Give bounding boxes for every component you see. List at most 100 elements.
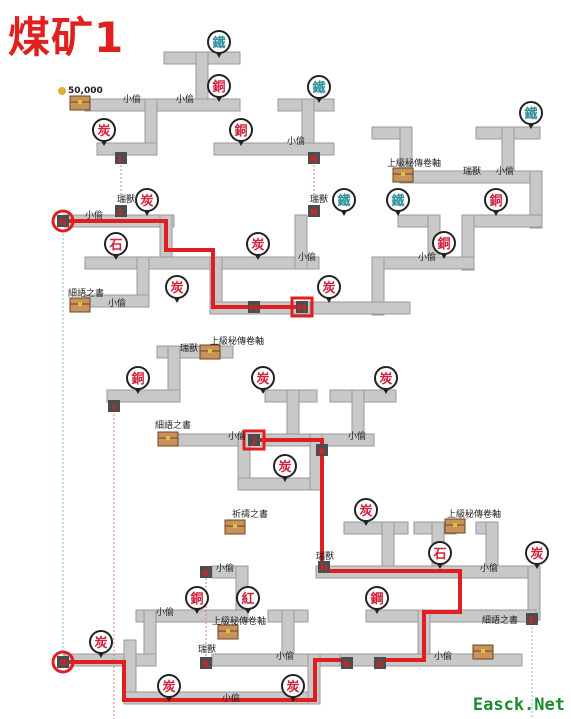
door-label: J [251,437,255,447]
ore-label: 鐵 [337,193,350,209]
map-label: 祈禱之書 [232,510,269,520]
ore-label: 炭 [286,679,299,695]
ore-marker: 鐵 [519,101,543,129]
door-label: G [59,218,66,228]
ore-marker: 炭 [251,366,275,394]
door-marker: L [115,205,127,218]
ore-label: 炭 [251,237,264,253]
map-label: 小偷 [222,694,241,704]
door-marker: I [108,400,120,413]
map-label: 瑞獸 [117,195,136,205]
ore-label: 炭 [170,280,183,296]
map-label: 小偷 [418,253,437,263]
door-marker: N [308,152,320,165]
ore-label: 炭 [322,280,335,296]
door-marker: H [318,561,330,574]
ore-marker: 炭 [281,674,305,702]
ore-label: 銅 [489,193,502,209]
door-label: H [320,564,328,574]
door-label: K [203,569,211,579]
ore-marker: 鐵 [332,188,356,216]
route-upper [63,219,302,309]
ore-marker: 炭 [157,674,181,702]
ore-marker: 炭 [317,275,341,303]
door-marker: M [248,301,260,314]
gold-reward-label: 50,000 [58,86,103,96]
ore-label: 炭 [256,371,269,387]
door-label: N [310,155,318,165]
map-label: 小偷 [156,608,175,618]
door-marker: G [51,209,75,233]
door-label: M [250,304,259,314]
ore-label: 炭 [140,193,153,209]
door-marker: K [316,444,328,457]
watermark: Easck.Net [472,695,565,715]
ore-marker: 鐵 [207,30,231,58]
map-label: 小偷 [176,95,195,105]
ore-label: 炭 [94,635,107,651]
ore-marker: 鋼 [365,586,389,614]
door-marker: E [526,613,538,626]
map-label: 小偷 [348,432,367,442]
chest-icon [392,167,414,183]
ore-marker: 石 [104,232,128,260]
map-label: 細語之書 [155,421,192,431]
door-label: G [343,660,350,670]
map-label: 小偷 [298,253,317,263]
door-marker: G [374,657,386,670]
ore-label: 鐵 [312,80,325,96]
ore-marker: 銅 [126,366,150,394]
map-label: 小偷 [216,564,235,574]
ore-marker: 銅 [484,188,508,216]
ore-label: 鋼 [369,591,383,607]
door-label: M [298,304,307,314]
map-label: 瑞獸 [463,167,482,177]
ore-label: 銅 [131,371,144,387]
ore-label: 炭 [359,503,372,519]
ore-marker: 銅 [432,231,456,259]
ore-marker: 炭 [525,541,549,569]
coin-icon [58,86,66,95]
door-label: G [376,660,383,670]
ore-label: 鐵 [524,106,537,122]
map-label: 細語之書 [482,616,519,626]
ore-marker: 炭 [374,366,398,394]
ore-label: 炭 [379,371,392,387]
ore-marker: 銅 [229,118,253,146]
map-label: 小偷 [85,211,104,221]
ore-marker: 石 [428,541,452,569]
chest-icon [69,95,91,111]
ore-marker: 炭 [89,630,113,658]
chest-icon [199,344,221,360]
ore-marker: 炭 [135,188,159,216]
ore-marker: 炭 [246,232,270,260]
ore-marker: 炭 [354,498,378,526]
door-marker: G [51,650,75,674]
door-label: G [59,659,66,669]
ore-label: 炭 [162,679,175,695]
map-label: 瑞獸 [198,645,217,655]
door-label: L [118,208,124,218]
ore-label: 鐵 [212,35,225,51]
ore-label: 銅 [190,591,203,607]
door-marker: N [308,205,320,218]
map-label: 小偷 [434,652,453,662]
route-lower [63,658,347,702]
chest-layer [69,95,494,660]
ore-marker: 鐵 [307,75,331,103]
door-label: K [319,447,327,457]
door-label: I [112,403,115,413]
ore-label: 紅 [241,591,254,607]
ore-label: 炭 [97,123,110,139]
ore-marker: 銅 [207,74,231,102]
map-label: 小偷 [480,564,499,574]
ore-label: 石 [432,547,446,562]
ore-label: 鐵 [391,193,404,209]
chest-icon [444,518,466,534]
ore-layer: 鐵銅炭銅鐵鐵炭鐵鐵銅石炭銅炭炭銅炭炭炭炭石炭銅紅鋼炭炭炭 [89,30,549,702]
map-label: 上級秘傳卷軸 [212,617,267,627]
map-label: 瑞獸 [180,344,199,354]
ore-marker: 炭 [273,454,297,482]
ore-label: 炭 [278,459,291,475]
